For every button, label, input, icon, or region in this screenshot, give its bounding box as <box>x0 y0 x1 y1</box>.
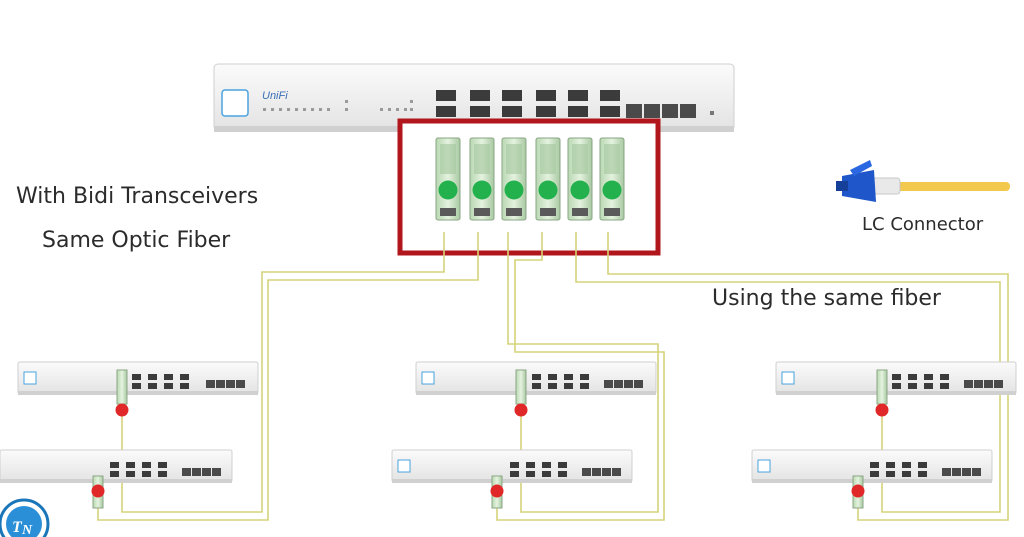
remote-transceiver-1a <box>115 369 129 417</box>
main-switch-leds <box>263 100 413 111</box>
main-transceiver-4 <box>535 137 561 221</box>
fiber-line-5 <box>575 232 1001 513</box>
access-switch-3a <box>775 361 1017 395</box>
main-transceiver-6 <box>599 137 625 221</box>
same-fiber-label: Using the same fiber <box>712 286 941 311</box>
main-switch-sfp-ports <box>436 90 620 117</box>
fiber-lines <box>97 232 1009 521</box>
main-transceiver-3 <box>501 137 527 221</box>
title-line-1: With Bidi Transceivers <box>16 184 259 209</box>
fiber-line-1 <box>121 232 445 513</box>
remote-transceiver-3b <box>851 475 865 509</box>
main-transceiver-5 <box>567 137 593 221</box>
access-switch-2b <box>391 449 633 483</box>
access-switch-1a <box>17 361 259 395</box>
fiber-line-2 <box>97 232 479 521</box>
fiber-line-4 <box>496 232 665 521</box>
main-switch-status-icon <box>221 89 249 117</box>
watermark-logo-icon: T N <box>0 498 50 537</box>
lc-connector-label: LC Connector <box>862 214 984 235</box>
main-transceiver-1 <box>435 137 461 221</box>
access-switch-1b <box>0 449 233 483</box>
remote-transceiver-2a <box>514 369 528 417</box>
fiber-line-6 <box>607 232 1009 521</box>
fiber-line-3 <box>507 232 659 513</box>
main-switch-rj45-ports <box>626 104 696 118</box>
main-transceivers <box>435 137 625 221</box>
svg-text:N: N <box>21 523 33 537</box>
access-switch-3b <box>751 449 993 483</box>
remote-transceiver-3a <box>875 369 889 417</box>
title-line-2: Same Optic Fiber <box>42 228 231 253</box>
main-switch-brand: UniFi <box>262 90 288 102</box>
remote-transceiver-1b <box>91 475 105 509</box>
access-switch-2a <box>415 361 657 395</box>
remote-transceiver-2b <box>490 475 504 509</box>
lc-connector-icon <box>836 160 1010 202</box>
svg-text:T: T <box>12 519 23 536</box>
main-transceiver-2 <box>469 137 495 221</box>
